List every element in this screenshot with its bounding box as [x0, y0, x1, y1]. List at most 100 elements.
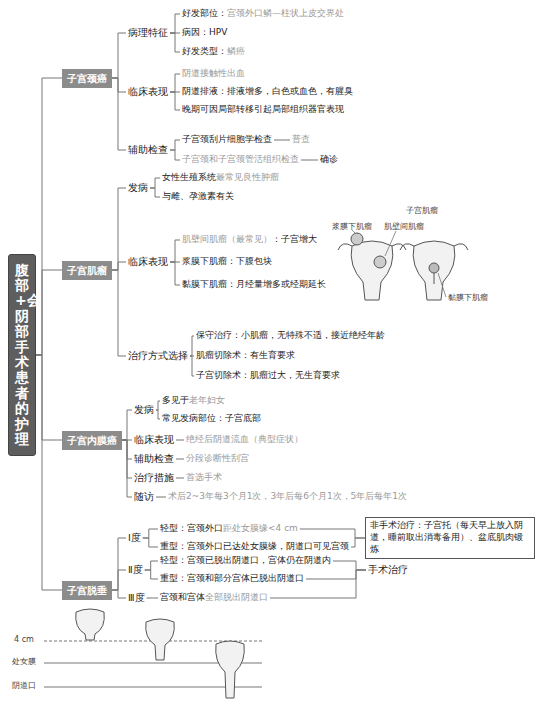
leaf-item: 黏膜下肌瘤：月经量增多或经期延长	[180, 278, 328, 292]
branch-line	[156, 401, 160, 410]
branch-line	[176, 478, 184, 479]
node-text: 保守治疗：小肌瘤，无特殊不适，接近绝经年龄	[196, 330, 385, 340]
branch-line	[112, 590, 126, 598]
node-text: 子宫肌瘤	[67, 265, 107, 276]
branch-line	[36, 270, 62, 355]
subtopic: Ⅱ度	[126, 563, 145, 577]
branch-line	[301, 160, 318, 161]
branch-line	[150, 188, 160, 197]
figure-label: 子宫肌瘤	[406, 206, 438, 216]
node-text: 病理特征	[128, 27, 168, 38]
leaf-item: 重型：宫颈外口已达处女膜缘，阴道口可见宫颈	[158, 540, 351, 554]
subtopic: 辅助检查	[126, 143, 170, 157]
node-text: 晚期可因局部转移引起局部组织器官表现	[182, 104, 344, 114]
subtopic: 治疗措施	[132, 471, 176, 485]
branch-line	[156, 410, 160, 419]
leaf-item: 子宫颈刮片细胞学检查	[180, 133, 274, 147]
node-text: 非手术治疗：子宫托（每天早上放入阴道，睡前取出消毒备用）、盆底肌肉锻炼	[370, 520, 523, 553]
branch-line	[176, 440, 184, 441]
branch-line	[190, 356, 194, 376]
branch-line	[112, 78, 126, 150]
branch-line	[190, 336, 194, 356]
node-text: 老年妇女	[189, 395, 225, 405]
branch-line	[170, 33, 180, 52]
node-text: 病因：HPV	[182, 27, 227, 37]
node-text: 临床表现	[128, 86, 168, 97]
leaf-item: 多见于老年妇女	[160, 394, 227, 408]
subtopic: 临床表现	[126, 255, 170, 269]
node-text: 阴道接触性出血	[182, 68, 245, 78]
branch-line	[145, 561, 158, 570]
branch-line	[156, 497, 166, 498]
node-text: 绝经后阴道流血（典型症状）	[186, 434, 303, 444]
branch-line	[36, 355, 62, 440]
branch-line	[36, 355, 62, 590]
leaf-item: 阴道接触性出血	[180, 67, 247, 81]
branch-line	[112, 78, 126, 92]
node-text: 肌瘤切除术：有生育要求	[196, 350, 295, 360]
leaf-item: 普查	[290, 133, 312, 147]
node-text: 临床表现	[128, 256, 168, 267]
branch-line	[122, 440, 132, 497]
figure-label: 阴道口	[12, 681, 36, 691]
figure-label: 浆膜下肌瘤	[332, 222, 372, 232]
subtopic: 治疗方式选择	[126, 349, 190, 363]
leaf-item: 女性生殖系统最常见良性肿瘤	[160, 171, 281, 185]
leaf-item: 首选手术	[184, 471, 224, 485]
node-text: 治疗方式选择	[128, 350, 188, 361]
node-text: 子宫颈和子宫颈管活组织检查	[182, 154, 299, 164]
prolapse-figure	[76, 609, 245, 698]
branch-line	[147, 598, 158, 599]
subtopic: 发病	[126, 181, 150, 195]
branch-line	[122, 410, 132, 440]
node-text: 子宫颈癌	[67, 73, 107, 84]
branch-line	[300, 529, 365, 538]
branch-topic: 子宫颈癌	[62, 69, 112, 88]
leaf-item: 病因：HPV	[180, 26, 229, 40]
branch-line	[170, 262, 180, 285]
node-text: Ⅲ度	[128, 592, 145, 603]
subtopic: Ⅰ度	[126, 531, 143, 545]
branch-topic: 子宫肌瘤	[62, 261, 112, 280]
node-text: 发病	[128, 182, 148, 193]
branch-line	[36, 78, 62, 355]
leaf-item: 轻型：宫颈已脱出阴道口，宫体仍在阴道内	[158, 554, 333, 568]
node-text: 女性生殖系统	[162, 172, 216, 182]
leaf-item: 肌瘤切除术：有生育要求	[194, 349, 297, 363]
leaf-item: 好发部位：宫颈外口鳞—柱状上皮交界处	[180, 7, 346, 21]
branch-line	[170, 74, 180, 92]
node-text: 阴道排液：排液增多，白色或血色，有腥臭	[182, 86, 353, 96]
branch-line	[333, 561, 366, 570]
node-text: 与雌、孕激素有关	[162, 191, 234, 201]
subtopic: 辅助检查	[132, 452, 176, 466]
branch-line	[143, 529, 158, 538]
subtopic: 随访	[132, 490, 156, 504]
node-text: 辅助检查	[134, 453, 174, 464]
leaf-item: 浆膜下肌瘤：下腹包块	[180, 255, 274, 269]
node-text: 距处女膜缘<4 cm	[223, 523, 298, 533]
node-text: Ⅰ度	[128, 532, 141, 543]
branch-line	[170, 150, 180, 160]
subtopic: 病理特征	[126, 26, 170, 40]
leader-line	[352, 230, 446, 297]
subtopic: 临床表现	[132, 433, 176, 447]
subtopic: 临床表现	[126, 85, 170, 99]
leaf-item: 保守治疗：小肌瘤，无特殊不适，接近绝经年龄	[194, 329, 387, 343]
node-text: 手术治疗	[368, 564, 408, 575]
node-text: 重型：宫颈外口已达处女膜缘，阴道口可见宫颈	[160, 541, 349, 551]
node-text: 子宫颈刮片细胞学检查	[182, 134, 272, 144]
branch-line	[170, 240, 180, 262]
node-text: 好发部位：	[182, 8, 227, 18]
leaf-item: 术后2~3年每3个月1次，3年后每6个月1次，5年后每年1次	[166, 490, 409, 504]
leaf-item: 与雌、孕激素有关	[160, 190, 236, 204]
branch-topic: 子宫脱垂	[62, 581, 112, 600]
leaf-item: 阴道排液：排液增多，白色或血色，有腥臭	[180, 85, 355, 99]
node-text: 重型：宫颈和部分宫体已脱出阴道口	[160, 573, 304, 583]
subtopic: Ⅲ度	[126, 591, 147, 605]
branch-line	[112, 538, 126, 590]
node-text: 宫颈和宫体	[160, 592, 205, 602]
node-text: 分段诊断性刮宫	[186, 453, 249, 463]
node-text: 宫颈外口鳞—柱状上皮交界处	[227, 8, 344, 18]
figure-label: 肌壁间肌瘤	[384, 222, 424, 232]
node-text: 全部脱出阴道口	[205, 592, 268, 602]
